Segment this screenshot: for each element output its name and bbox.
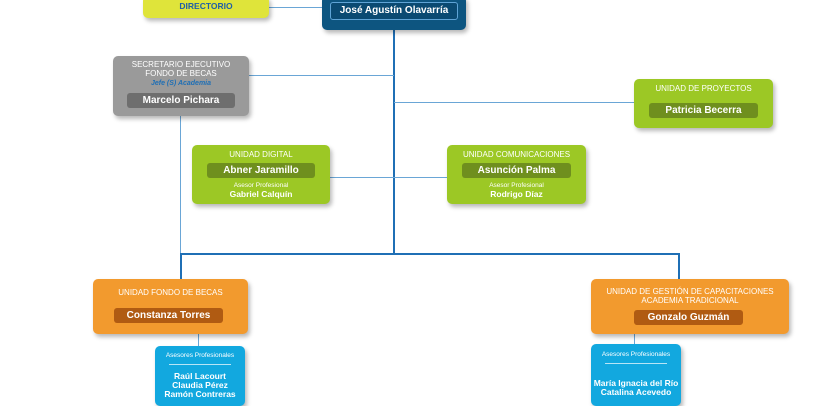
connector-main-vertical <box>393 30 395 254</box>
fondo-becas-name: Constanza Torres <box>114 308 223 323</box>
director-name: José Agustín Olavarría <box>339 5 449 16</box>
proyectos-title: UNIDAD DE PROYECTOS <box>655 84 752 93</box>
capacitaciones-advisor-1: María Ignacia del Río <box>593 378 679 388</box>
connector-secretario-down <box>180 116 181 254</box>
capacitaciones-advisors-label: Asesores Profesionales <box>601 351 671 358</box>
fondo-becas-advisors-label: Asesores Profesionales <box>165 352 235 359</box>
fondo-becas-advisors-box: Asesores Profesionales Raúl Lacourt Clau… <box>155 346 245 406</box>
digital-advisor-name: Gabriel Calquín <box>229 189 293 199</box>
fondo-becas-title: UNIDAD FONDO DE BECAS <box>118 288 223 297</box>
secretario-box: SECRETARIO EJECUTIVO FONDO DE BECAS Jefe… <box>113 56 249 116</box>
digital-title: UNIDAD DIGITAL <box>229 150 293 159</box>
proyectos-box: UNIDAD DE PROYECTOS Patricia Becerra <box>634 79 773 128</box>
comunicaciones-title: UNIDAD COMUNICACIONES <box>462 150 571 159</box>
connector-secretario <box>248 75 394 76</box>
directorio-label: DIRECTORIO <box>179 1 233 11</box>
secretario-title-1: SECRETARIO EJECUTIVO <box>131 60 231 69</box>
capacitaciones-advisor-2: Catalina Acevedo <box>600 387 672 397</box>
connector-left-advisors <box>198 334 199 346</box>
fondo-becas-box: UNIDAD FONDO DE BECAS Constanza Torres <box>93 279 248 334</box>
fondo-becas-advisor-2: Claudia Pérez <box>172 380 228 390</box>
director-name-bar: José Agustín Olavarría <box>330 2 458 20</box>
directorio-box: DIRECTORIO <box>143 0 269 18</box>
comunicaciones-advisor-name: Rodrigo Díaz <box>490 189 543 199</box>
capacitaciones-title-1: UNIDAD DE GESTIÓN DE CAPACITACIONES <box>606 287 774 296</box>
digital-box: UNIDAD DIGITAL Abner Jaramillo Asesor Pr… <box>192 145 330 204</box>
fondo-becas-advisor-1: Raúl Lacourt <box>174 371 226 381</box>
connector-digital-comunicaciones <box>330 177 448 178</box>
connector-directorio <box>268 7 324 8</box>
comunicaciones-box: UNIDAD COMUNICACIONES Asunción Palma Ase… <box>447 145 586 204</box>
connector-left-drop <box>180 254 182 280</box>
capacitaciones-box: UNIDAD DE GESTIÓN DE CAPACITACIONES ACAD… <box>591 279 789 334</box>
capacitaciones-advisors-separator <box>605 363 667 364</box>
digital-name: Abner Jaramillo <box>207 163 315 178</box>
capacitaciones-title-2: ACADEMIA TRADICIONAL <box>641 296 739 305</box>
director-box: José Agustín Olavarría <box>322 0 466 30</box>
comunicaciones-advisor-label: Asesor Profesional <box>489 182 544 189</box>
fondo-becas-advisors-separator <box>169 364 231 365</box>
capacitaciones-name: Gonzalo Guzmán <box>634 310 743 325</box>
connector-right-advisors <box>634 334 635 346</box>
secretario-name: Marcelo Pichara <box>127 93 235 108</box>
capacitaciones-advisors-box: Asesores Profesionales María Ignacia del… <box>591 344 681 406</box>
connector-right-drop <box>678 254 680 280</box>
comunicaciones-name: Asunción Palma <box>462 163 571 178</box>
proyectos-name: Patricia Becerra <box>649 103 758 118</box>
connector-proyectos <box>394 102 634 103</box>
digital-advisor-label: Asesor Profesional <box>233 182 289 189</box>
fondo-becas-advisor-3: Ramón Contreras <box>164 389 236 399</box>
connector-horizontal-bottom <box>180 253 680 255</box>
secretario-subtitle: Jefe (S) Academia <box>150 80 212 87</box>
secretario-title-2: FONDO DE BECAS <box>145 69 217 78</box>
